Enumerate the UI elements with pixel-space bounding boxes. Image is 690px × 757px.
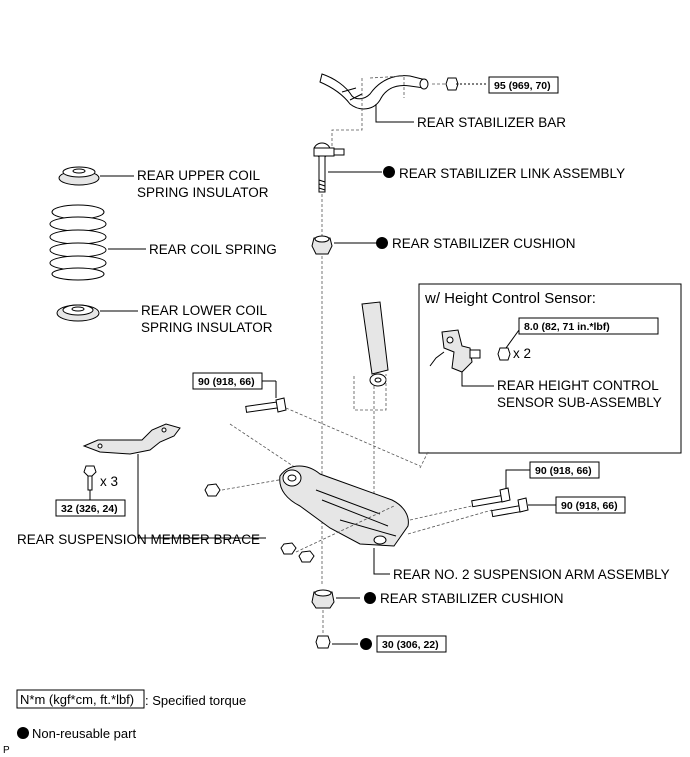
label-rear-suspension-member-brace: REAR SUSPENSION MEMBER BRACE (17, 532, 260, 547)
torque-value-sensor-bolt: 8.0 (82, 71 in.*lbf) (524, 321, 610, 333)
nonreusable-mark-link (383, 166, 395, 178)
torque-value-arm-bolt-right-upper: 90 (918, 66) (535, 465, 592, 477)
height-control-box-title: w/ Height Control Sensor: (424, 290, 596, 307)
brace-bolt-drawing (83, 465, 97, 491)
label-rear-stabilizer-cushion-lower: REAR STABILIZER CUSHION (380, 591, 564, 606)
nonreusable-mark-cushion-upper (376, 237, 388, 249)
rear-stabilizer-link-drawing (313, 142, 345, 193)
corner-mark: P (3, 745, 10, 756)
height-control-sensor-box: w/ Height Control Sensor: x 2 8.0 (82, 7… (418, 283, 682, 454)
label-upper-coil-insulator-line1: REAR UPPER COIL (137, 168, 261, 183)
torque-box-stabilizer-bar-nut: 95 (969, 70) (488, 76, 559, 94)
arm-bolt-left-drawing (245, 397, 287, 413)
legend-torque: N*m (kgf*cm, ft.*lbf) : Specified torque (16, 689, 246, 709)
torque-box-brace-bolt: 32 (326, 24) (55, 499, 126, 517)
rear-stabilizer-cushion-lower-drawing (311, 589, 335, 609)
arm-bolt-right-lower-drawing (491, 497, 529, 518)
label-rear-coil-spring: REAR COIL SPRING (149, 242, 277, 257)
rear-upper-coil-spring-insulator-drawing (58, 166, 100, 186)
rear-stabilizer-bar-drawing (319, 73, 429, 110)
torque-box-arm-bolt-right-lower: 90 (918, 66) (555, 496, 626, 514)
torque-box-link-nut-lower: 30 (306, 22) (376, 635, 447, 653)
legend-torque-text: : Specified torque (145, 693, 246, 708)
label-lower-coil-insulator-line1: REAR LOWER COIL (141, 303, 268, 318)
rear-coil-spring-drawing (49, 204, 107, 281)
qty-sensor-bolt: x 2 (513, 346, 531, 361)
label-upper-coil-insulator-line2: SPRING INSULATOR (137, 185, 269, 200)
link-nut-lower-drawing (315, 635, 331, 649)
label-rear-stabilizer-link-assembly: REAR STABILIZER LINK ASSEMBLY (399, 166, 625, 181)
legend-nonreusable-mark (17, 727, 29, 739)
legend-nonreusable-text: Non-reusable part (32, 726, 136, 741)
label-height-sensor-line2: SENSOR SUB-ASSEMBLY (497, 395, 662, 410)
rear-lower-coil-spring-insulator-drawing (56, 304, 100, 322)
label-rear-stabilizer-cushion-upper: REAR STABILIZER CUSHION (392, 236, 576, 251)
legend-torque-box-text: N*m (kgf*cm, ft.*lbf) (20, 692, 134, 707)
torque-box-arm-bolt-left: 90 (918, 66) (192, 372, 263, 390)
rear-height-control-sensor-drawing (429, 329, 481, 373)
rear-no2-suspension-arm-drawing (279, 465, 409, 547)
label-lower-coil-insulator-line2: SPRING INSULATOR (141, 320, 273, 335)
torque-value-stabilizer-bar-nut: 95 (969, 70) (494, 80, 551, 92)
label-rear-no2-suspension-arm: REAR NO. 2 SUSPENSION ARM ASSEMBLY (393, 567, 670, 582)
stabilizer-bar-nut (445, 77, 488, 91)
arm-bolt-right-upper-drawing (471, 487, 511, 508)
torque-value-arm-bolt-left: 90 (918, 66) (198, 376, 255, 388)
rear-suspension-member-brace-drawing (82, 423, 181, 455)
nonreusable-mark-link-nut (360, 638, 372, 650)
label-rear-stabilizer-bar: REAR STABILIZER BAR (417, 115, 566, 130)
torque-value-brace-bolt: 32 (326, 24) (61, 503, 118, 515)
qty-brace-bolt: x 3 (100, 474, 118, 489)
torque-value-arm-bolt-right-lower: 90 (918, 66) (561, 500, 618, 512)
legend-nonreusable: Non-reusable part (17, 726, 136, 741)
rear-stabilizer-cushion-upper-drawing (311, 235, 333, 255)
shock-absorber-drawing (361, 301, 389, 387)
torque-value-link-nut-lower: 30 (306, 22) (382, 639, 439, 651)
nonreusable-mark-cushion-lower (364, 592, 376, 604)
torque-box-arm-bolt-right-upper: 90 (918, 66) (529, 461, 600, 479)
label-height-sensor-line1: REAR HEIGHT CONTROL (497, 378, 659, 393)
